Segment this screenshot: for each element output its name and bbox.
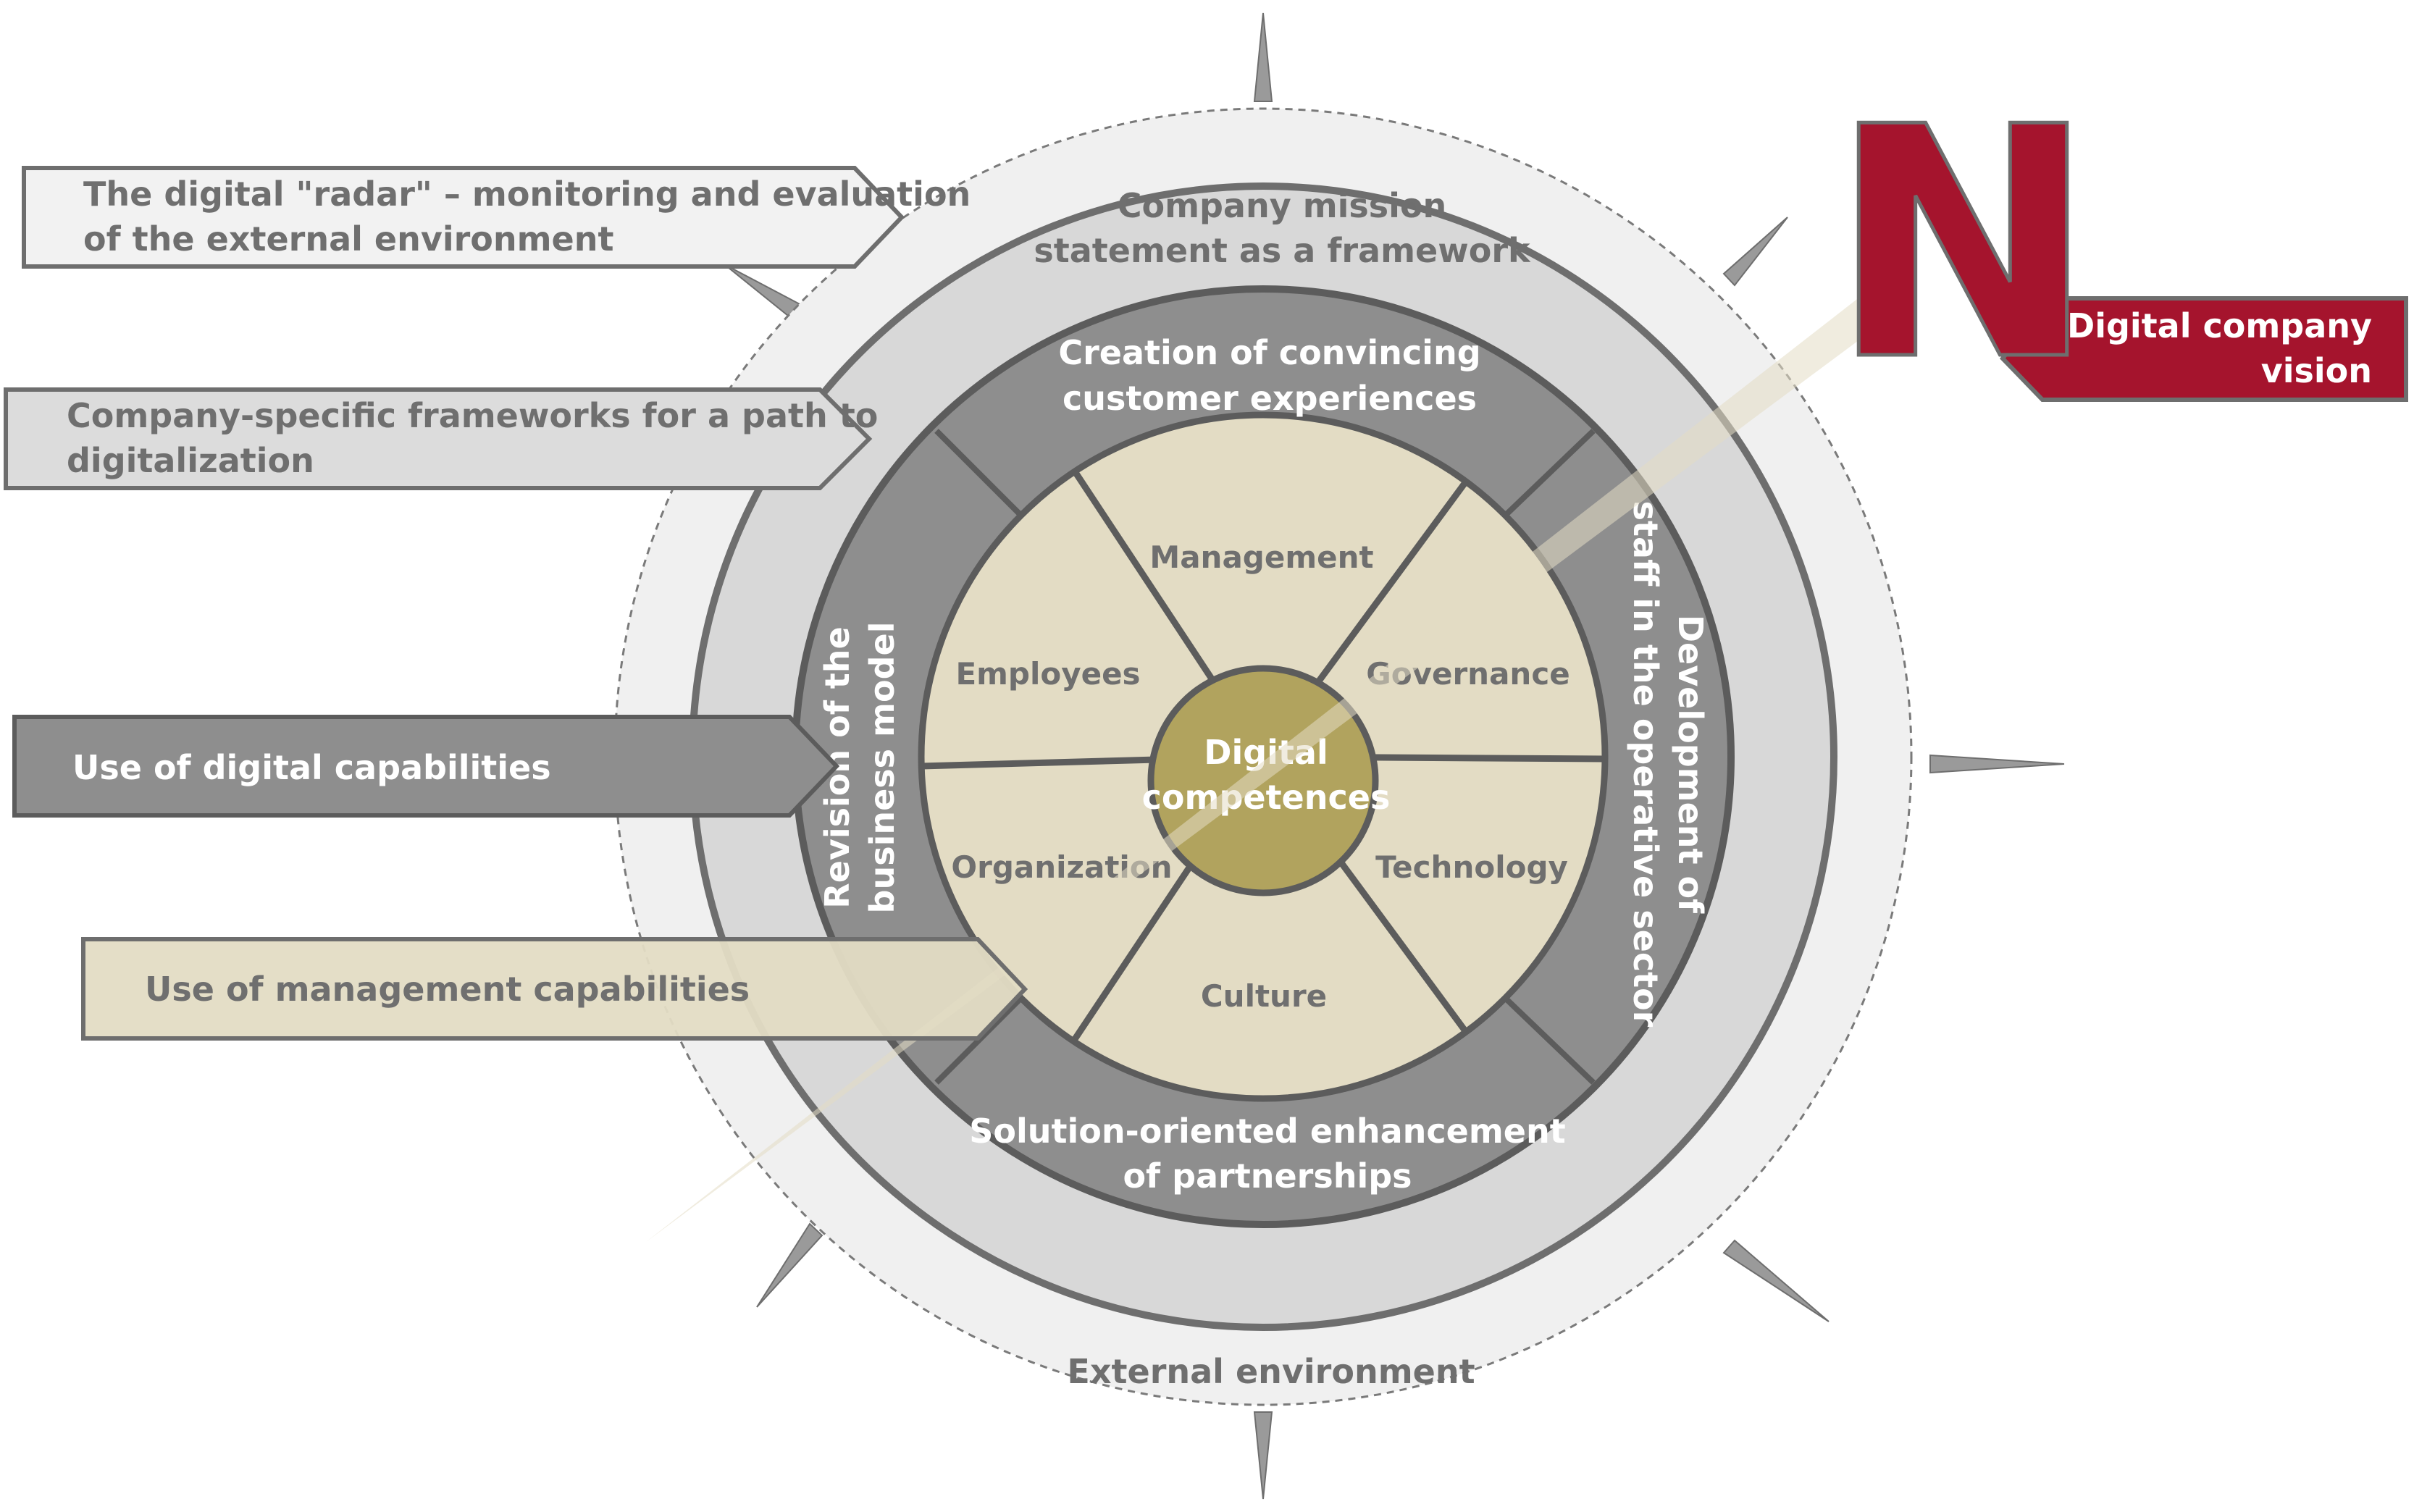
compass-spike-south (1253, 1411, 1273, 1500)
callout-digital-capabilities-text: Use of digital capabilities (72, 748, 551, 787)
callout-management-capabilities-text: Use of management capabilities (145, 970, 750, 1009)
compass-spike-east (1929, 754, 2065, 774)
capability-ring-dividers (934, 429, 1596, 1085)
compass-spike-north (1253, 12, 1273, 102)
callout-radar-line1: The digital "radar" – monitoring and eva… (83, 175, 971, 214)
callout-management-capabilities: Use of management capabilities (81, 937, 1028, 1041)
segment-culture: Culture (1201, 978, 1327, 1014)
vision-banner (2000, 296, 2408, 402)
ring-right-label-line1: Development of (1671, 615, 1710, 914)
vision-label-line2: vision (2261, 351, 2372, 390)
ring-bottom-label-line2: of partnerships (1123, 1156, 1412, 1196)
north-letter: N (1830, 59, 2096, 430)
compass-spikes (724, 12, 2065, 1500)
callout-frameworks-line1: Company-specific frameworks for a path t… (67, 396, 878, 435)
ring-top-label-line1: Creation of convincing (1058, 333, 1480, 372)
north-marker: Digital company vision N (1827, 58, 2408, 432)
callout-frameworks-line2: digitalization (67, 441, 314, 480)
ring-bottom-label-line1: Solution-oriented enhancement (969, 1112, 1565, 1151)
segment-employees: Employees (955, 656, 1140, 692)
mission-label-line2: statement as a framework (1034, 231, 1531, 270)
compass-spike-southwest (756, 1222, 823, 1308)
external-environment-label: External environment (1067, 1352, 1475, 1391)
callout-digital-capabilities: Use of digital capabilities (12, 715, 840, 818)
callout-radar-shape (22, 166, 905, 269)
center-label-line2: competences (1142, 778, 1391, 817)
compass-spike-northeast (1722, 217, 1788, 287)
compass-spike-southeast (1722, 1239, 1830, 1322)
segment-technology: Technology (1375, 849, 1568, 885)
compass-spike-northwest (724, 264, 804, 320)
ring-top-label-line2: customer experiences (1063, 379, 1477, 418)
mission-label-line1: Company mission (1118, 186, 1447, 225)
callout-management-capabilities-shape (81, 937, 1028, 1041)
segment-management: Management (1149, 539, 1373, 575)
callout-radar-line2: of the external environment (83, 219, 614, 259)
ring-left-label-line2: business model (863, 622, 902, 914)
callout-frameworks-shape (4, 387, 873, 490)
ring-right-label-line2: staff in the operative sector (1626, 501, 1665, 1028)
callout-radar: The digital "radar" – monitoring and eva… (22, 166, 971, 269)
callout-frameworks: Company-specific frameworks for a path t… (4, 387, 878, 490)
vision-label-line1: Digital company (2067, 306, 2372, 345)
callout-digital-capabilities-shape (12, 715, 840, 818)
